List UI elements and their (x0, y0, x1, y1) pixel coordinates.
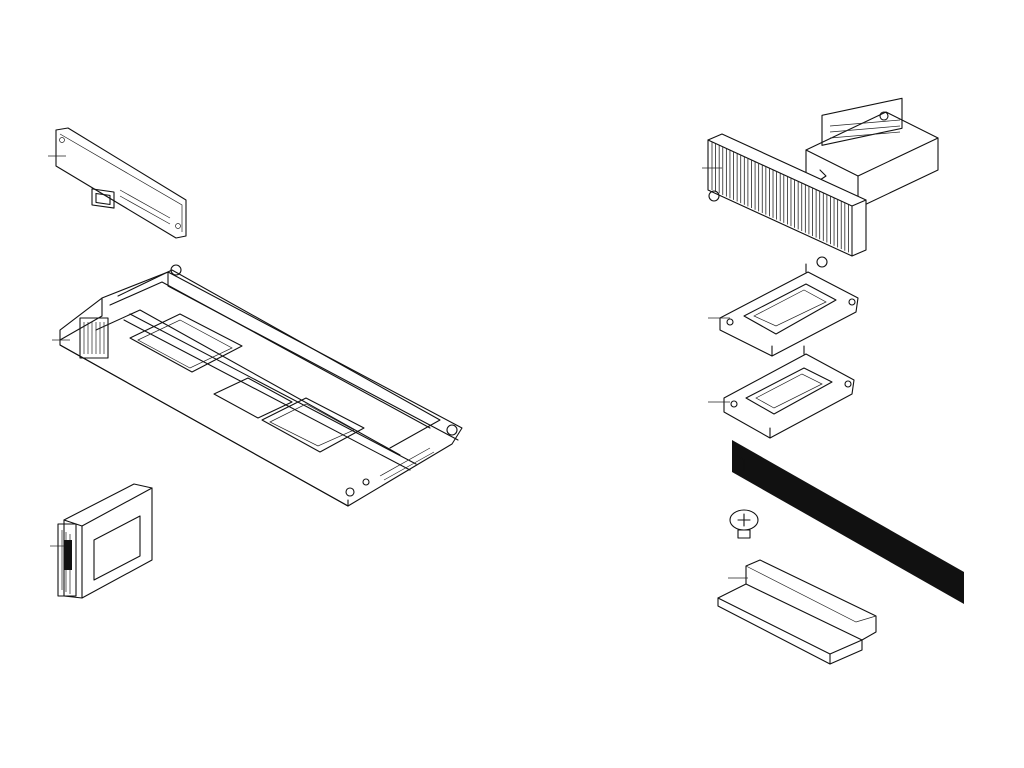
gasket-icon (732, 440, 964, 604)
chassis-icon (52, 264, 463, 507)
duct-icon (717, 559, 877, 665)
filler-icon (50, 483, 153, 599)
heat-sink-icon (702, 97, 939, 268)
processor-carrier-icon (708, 263, 859, 357)
backplane-icon (48, 127, 187, 239)
socket-frame-icon (708, 345, 855, 439)
screw-icon (729, 509, 759, 539)
